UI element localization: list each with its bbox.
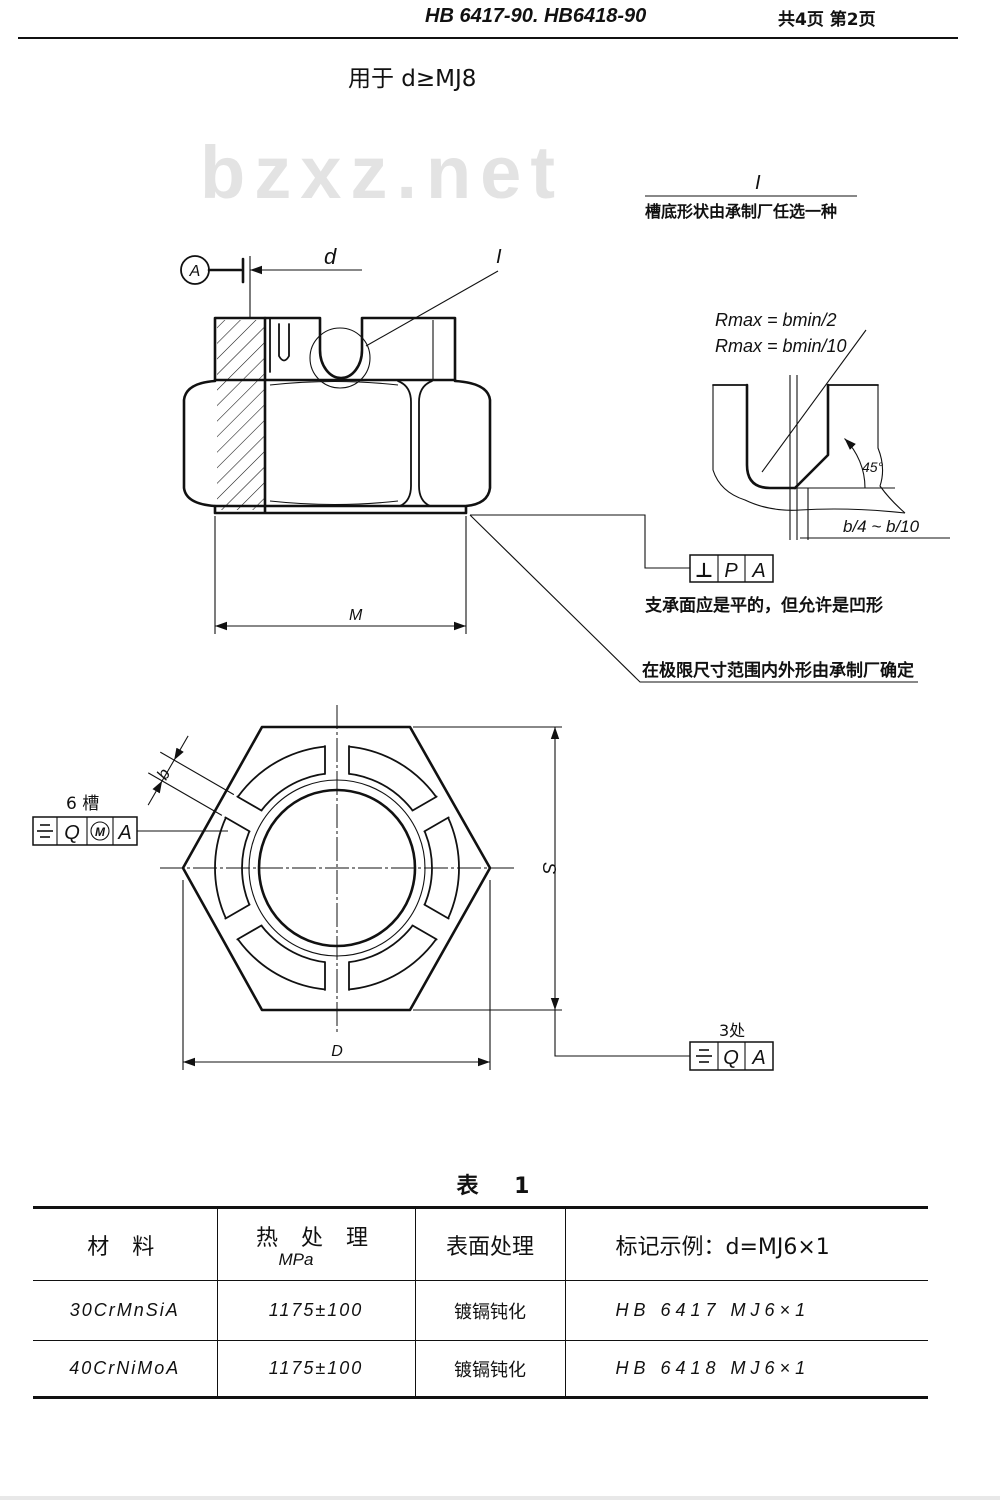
dim-d-across-label: D xyxy=(331,1043,343,1060)
detail-ref-circle xyxy=(309,327,371,389)
bearing-tolerance: P xyxy=(724,560,738,582)
slot-left-wall xyxy=(745,383,797,490)
rmax-tenth-label: Rmax = bmin/10 xyxy=(715,336,847,356)
dim-b-arrow-1 xyxy=(147,780,163,806)
bearing-face xyxy=(213,504,468,515)
perpendicularity-frame: ⊥ P A xyxy=(689,554,774,583)
slot-symmetry-frame: Q M A xyxy=(32,816,138,846)
dim-m-label: M xyxy=(349,607,363,624)
detail-outer-right xyxy=(877,385,906,514)
hex-left-side xyxy=(182,379,217,508)
dim-b-ext-2 xyxy=(159,751,235,796)
standard-number: HB 6417-90. HB6418-90 xyxy=(425,5,646,27)
table-row: 30CrMnSiA 1175±100 镀镉钝化 HB 6417 MJ6×1 xyxy=(33,1280,928,1341)
cell-surface-treatment: 镀镉钝化 xyxy=(414,1340,566,1398)
table-row: 40CrNiMoA 1175±100 镀镉钝化 HB 6418 MJ6×1 xyxy=(33,1340,928,1398)
hex-chamfer-top xyxy=(269,380,399,386)
dim-s-label: S xyxy=(539,862,559,874)
section-hatching xyxy=(217,320,265,510)
detail-mark: I xyxy=(755,172,761,194)
header-marking-example: 标记示例：d=MJ6×1 xyxy=(564,1207,928,1281)
rmax-leader xyxy=(761,329,867,473)
bearing-fcf-leader xyxy=(470,514,690,569)
angle-label: 45° xyxy=(862,459,884,475)
header-heat-unit: MPa xyxy=(278,1249,314,1269)
detail-view: Rmax = bmin/2 Rmax = bmin/10 45° b/4 ~ b… xyxy=(712,310,950,540)
dim-d-label: d xyxy=(324,244,337,269)
slot xyxy=(221,903,265,942)
hex-flat-edge-2 xyxy=(418,380,433,507)
slot xyxy=(409,794,453,833)
side-view: A d I M 在极限尺寸范围内外形由承制厂 xyxy=(180,244,918,683)
slot-count-label: 6 槽 xyxy=(66,794,99,814)
header-material: 材 料 xyxy=(33,1207,218,1281)
cell-material: 40CrNiMoA xyxy=(33,1340,218,1398)
profile-note-leader xyxy=(469,514,918,683)
slot-tolerance: Q xyxy=(64,822,80,844)
detail-ref-label: I xyxy=(496,246,502,268)
svg-text:M: M xyxy=(95,825,106,839)
cell-heat-treatment: 1175±100 xyxy=(216,1280,416,1341)
angle-arc xyxy=(844,438,866,489)
datum-a-label: A xyxy=(189,263,201,280)
flats-tolerance: Q xyxy=(723,1047,739,1069)
slot-right-wall xyxy=(793,383,830,490)
page-title: 用于 d≥MJ8 xyxy=(348,66,476,92)
table-caption: 表 1 xyxy=(456,1174,544,1199)
header-surface-treatment: 表面处理 xyxy=(414,1207,566,1281)
symmetry-icon xyxy=(37,824,53,838)
slot xyxy=(409,903,453,942)
perpendicularity-icon: ⊥ xyxy=(695,558,713,582)
flats-datum: A xyxy=(751,1047,765,1069)
profile-note: 在极限尺寸范围内外形由承制厂确定 xyxy=(642,660,914,681)
flats-symmetry-frame: Q A xyxy=(689,1041,774,1071)
flats-count-label: 3处 xyxy=(719,1021,745,1040)
detail-ref-leader xyxy=(365,270,499,347)
cell-marking: HB 6418 MJ6×1 xyxy=(564,1340,928,1398)
watermark: bzxz.net xyxy=(200,131,555,214)
hex-right-side xyxy=(453,379,492,508)
page-bottom-edge xyxy=(0,1496,1000,1500)
mmc-modifier: M xyxy=(90,821,110,841)
top-view: b 6 槽 Q M A S xyxy=(32,705,774,1071)
flats-fcf-leader xyxy=(554,1010,690,1057)
symmetry-icon xyxy=(696,1049,712,1063)
crown-outline xyxy=(213,316,457,382)
cell-heat-treatment: 1175±100 xyxy=(216,1340,416,1398)
material-table: 材 料 热 处 理 MPa 表面处理 标记示例：d=MJ6×1 30CrMnSi… xyxy=(33,1206,928,1399)
table-header-row: 材 料 热 处 理 MPa 表面处理 标记示例：d=MJ6×1 xyxy=(33,1207,928,1281)
slot-datum: A xyxy=(117,822,131,844)
cell-marking: HB 6417 MJ6×1 xyxy=(564,1280,928,1341)
hex-flat-edge-1 xyxy=(397,380,412,507)
page-count: 共4页 第2页 xyxy=(778,9,876,30)
section-slot xyxy=(278,323,290,362)
dim-b-label: b xyxy=(153,765,174,783)
header-heat-treatment: 热 处 理 MPa xyxy=(216,1207,416,1281)
slot xyxy=(147,735,265,833)
dim-b-line xyxy=(161,759,175,782)
bearing-note: 支承面应是平的，但允许是凹形 xyxy=(645,595,883,616)
chamfer-range-label: b/4 ~ b/10 xyxy=(843,517,920,536)
bearing-datum: A xyxy=(751,560,765,582)
cell-material: 30CrMnSiA xyxy=(33,1280,218,1341)
rmax-half-label: Rmax = bmin/2 xyxy=(715,310,837,330)
cell-surface-treatment: 镀镉钝化 xyxy=(414,1280,566,1341)
dim-b-ext-1 xyxy=(147,772,223,816)
dim-b-arrow-2 xyxy=(173,735,189,761)
hex-chamfer-bottom xyxy=(269,500,399,506)
detail-outer-left xyxy=(712,385,906,514)
detail-caption: 槽底形状由承制厂任选一种 xyxy=(645,202,837,221)
